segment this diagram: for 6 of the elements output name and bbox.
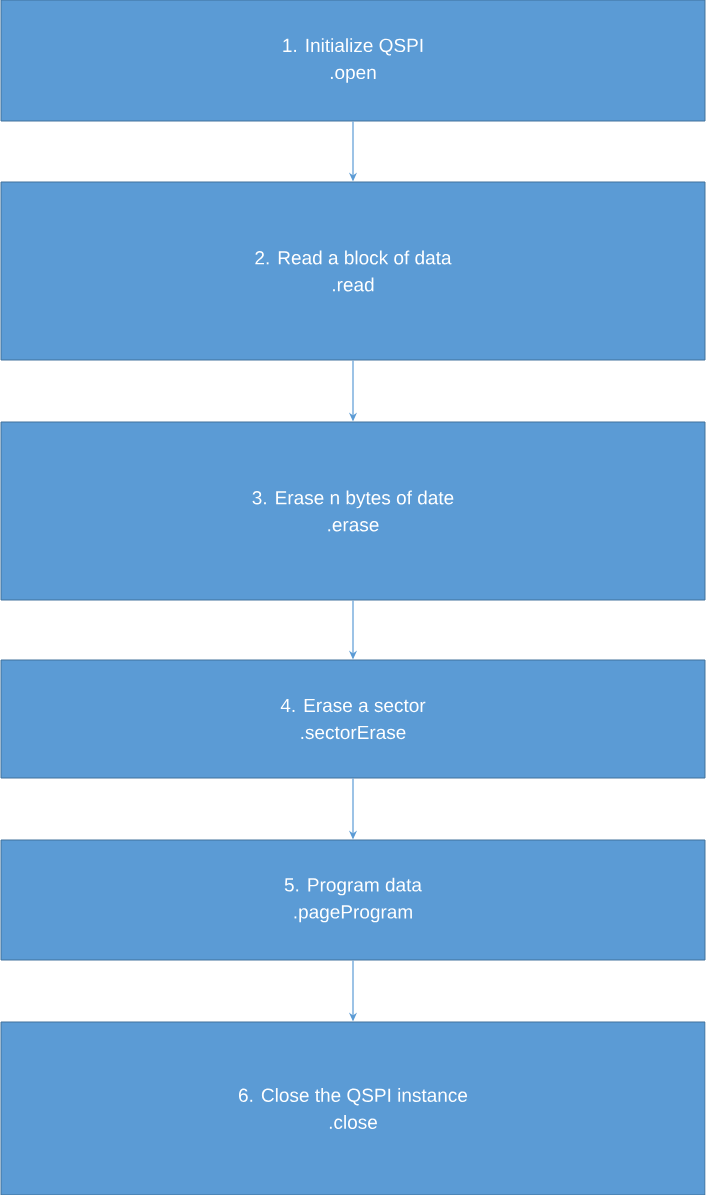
process-box: 6. Close the QSPI instance .close xyxy=(0,1021,706,1195)
process-box: 5. Program data .pageProgram xyxy=(0,839,706,961)
process-box: 4. Erase a sector .sectorErase xyxy=(0,659,706,779)
process-box: 1. Initialize QSPI .open xyxy=(0,0,706,122)
process-box: 2. Read a block of data .read xyxy=(0,181,706,361)
process-box: 3. Erase n bytes of date .erase xyxy=(0,421,706,601)
